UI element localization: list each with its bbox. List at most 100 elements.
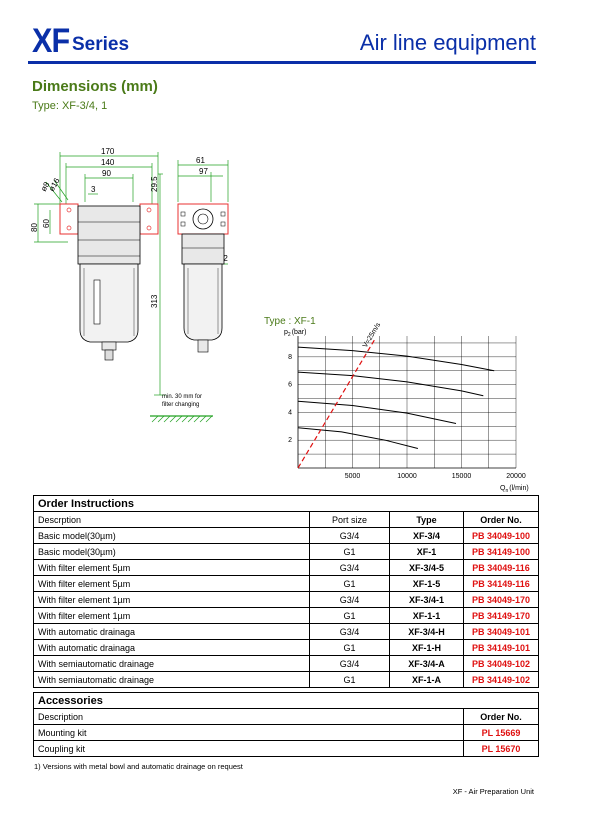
accessory-description: Coupling kit	[33, 740, 464, 757]
clearance-note-line2: filter changing	[162, 402, 199, 408]
y-axis-label-symbol: p	[284, 329, 288, 336]
pressure-curve	[297, 427, 419, 449]
order-header-row: Descrption Port size Type Order No.	[33, 511, 540, 528]
dim-29-5: 29.5	[150, 176, 159, 192]
order-description: With automatic drainaga	[33, 623, 310, 640]
y-axis-label-unit: (bar)	[292, 329, 307, 336]
order-number: PB 34049-170	[462, 591, 540, 608]
order-port-size: G3/4	[309, 559, 390, 576]
order-type: XF-3/4	[389, 527, 464, 544]
series-code: XF	[32, 22, 70, 60]
dim-80: 80	[30, 223, 39, 232]
order-heading-row: Order Instructions	[32, 495, 540, 512]
y-tick-label: 8	[288, 354, 292, 361]
accessory-order-number: PL 15669	[462, 724, 540, 741]
pressure-curve	[297, 346, 495, 372]
dim-3: 3	[91, 185, 96, 194]
front-view-unit	[59, 203, 159, 361]
velocity-annotation: V=25m/s	[362, 322, 383, 349]
order-description: Basic model(30µm)	[33, 543, 310, 560]
x-tick-label: 5000	[345, 473, 361, 480]
order-type: XF-3/4-5	[389, 559, 464, 576]
accessories-heading-row: Accessories	[32, 692, 540, 709]
header-rule	[28, 61, 536, 64]
col-type: Type	[389, 511, 464, 528]
order-number: PB 34149-170	[462, 607, 540, 624]
order-type: XF-3/4-1	[389, 591, 464, 608]
order-description: With filter element 1µm	[33, 591, 310, 608]
order-number: PB 34049-102	[462, 655, 540, 672]
order-table: Order Instructions Descrption Port size …	[32, 495, 540, 688]
y-tick-label: 6	[288, 382, 292, 389]
x-axis-label-symbol: Q	[500, 485, 506, 492]
col-order-no: Order No.	[462, 511, 540, 528]
order-port-size: G3/4	[309, 623, 390, 640]
order-port-size: G1	[309, 639, 390, 656]
chart-series	[297, 339, 495, 469]
dim-313: 313	[150, 294, 159, 308]
page-title: Air line equipment	[359, 30, 536, 55]
velocity-line	[297, 339, 375, 469]
order-type: XF-1-H	[389, 639, 464, 656]
chart-title: Type : XF-1	[264, 316, 316, 327]
x-tick-label: 15000	[452, 473, 472, 480]
order-port-size: G1	[309, 543, 390, 560]
x-axis-label-unit: (l/min)	[509, 485, 528, 492]
accessories-table: Accessories Description Order No. Mounti…	[32, 692, 540, 757]
side-view-unit	[177, 203, 229, 353]
pressure-curve	[297, 400, 457, 424]
series-word: Series	[72, 34, 130, 55]
order-type: XF-3/4-H	[389, 623, 464, 640]
dim-140: 140	[101, 158, 115, 167]
clearance-note-line1: min. 30 mm for	[162, 394, 202, 400]
accessory-order-number: PL 15670	[462, 740, 540, 757]
order-port-size: G3/4	[309, 527, 390, 544]
chart-grid	[297, 336, 517, 469]
footer: XF - Air Preparation Unit	[452, 787, 534, 796]
y-tick-label: 2	[288, 437, 292, 444]
dim-61: 61	[196, 156, 205, 165]
order-type: XF-3/4-A	[389, 655, 464, 672]
y-axis-label: p2(bar)	[284, 329, 306, 338]
order-type: XF-1-1	[389, 607, 464, 624]
pressure-curve	[297, 371, 484, 397]
order-type: XF-1-5	[389, 575, 464, 592]
order-port-size: G3/4	[309, 655, 390, 672]
floor-clearance: min. 30 mm for filter changing	[150, 394, 213, 423]
col-port-size: Port size	[309, 511, 390, 528]
order-number: PB 34149-102	[462, 671, 540, 688]
order-number: PB 34049-101	[462, 623, 540, 640]
order-port-size: G1	[309, 607, 390, 624]
footnote: 1) Versions with metal bowl and automati…	[34, 762, 243, 771]
order-type: XF-1-A	[389, 671, 464, 688]
dim-97: 97	[199, 167, 208, 176]
order-number: PB 34149-101	[462, 639, 540, 656]
x-tick-label: 20000	[506, 473, 526, 480]
order-description: Basic model(30µm)	[33, 527, 310, 544]
order-description: With automatic drainaga	[33, 639, 310, 656]
dim-170: 170	[101, 147, 115, 156]
dimension-drawings: 170 140 90 3 ø8 ø16 80 60 29.5 313 61 97…	[30, 147, 229, 423]
dimensions-heading: Dimensions (mm)	[32, 78, 158, 95]
order-type: XF-1	[389, 543, 464, 560]
acc-col-order-no: Order No.	[462, 708, 540, 725]
order-description: With filter element 1µm	[33, 607, 310, 624]
front-dimension-lines	[34, 152, 229, 396]
accessory-description: Mounting kit	[33, 724, 464, 741]
order-description: With semiautomatic drainage	[33, 655, 310, 672]
dim-60: 60	[42, 219, 51, 228]
order-number: PB 34049-116	[462, 559, 540, 576]
order-port-size: G1	[309, 671, 390, 688]
accessories-heading: Accessories	[32, 692, 540, 709]
order-description: With filter element 5µm	[33, 559, 310, 576]
x-axis-label: Qn(l/min)	[500, 485, 529, 494]
